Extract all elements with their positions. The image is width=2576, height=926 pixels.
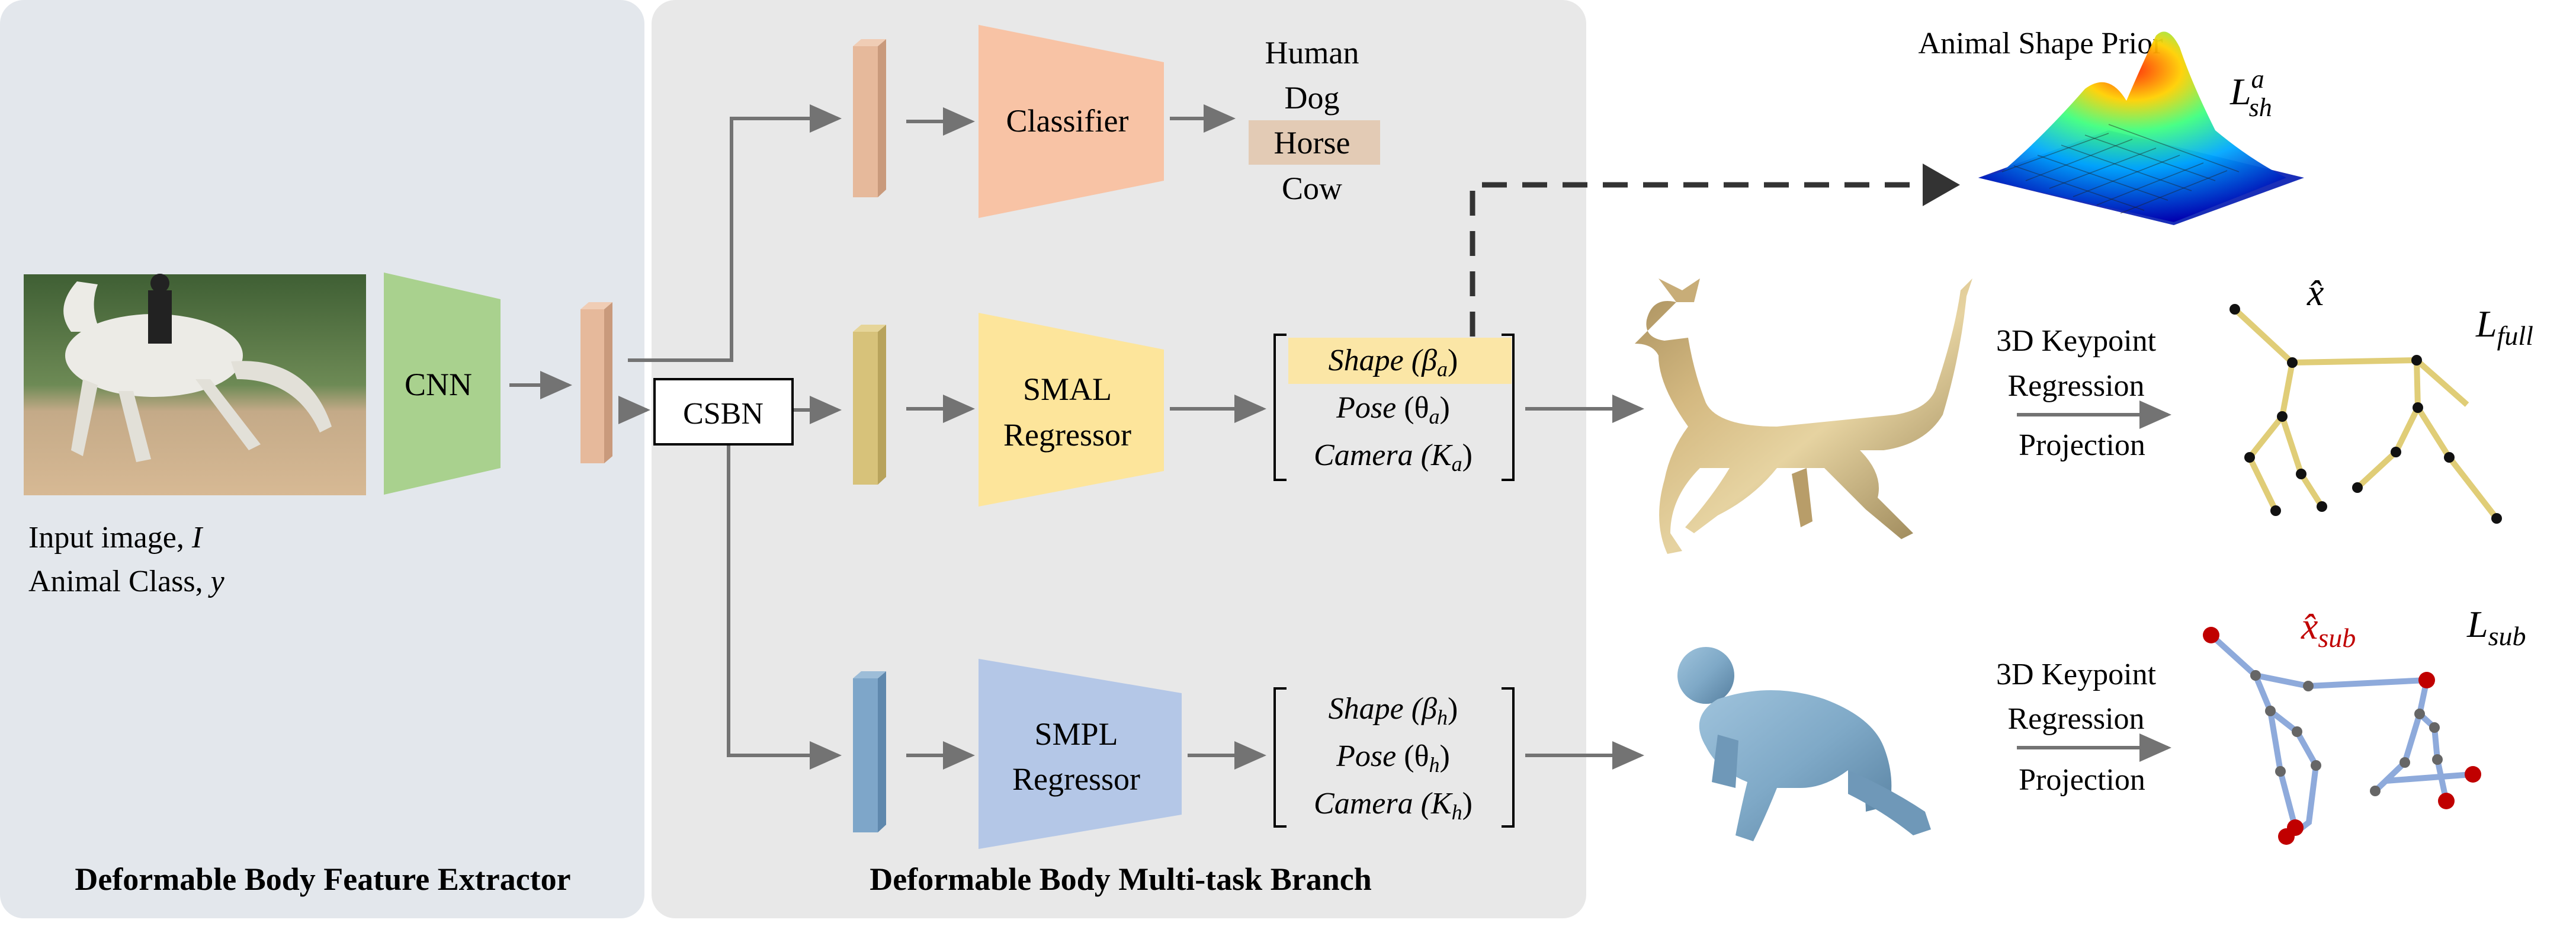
smpl-label-line2: Regressor [1012,761,1140,797]
classifier-label: Classifier [1006,103,1129,139]
loss-sub: Lsub [2466,603,2526,651]
xhat-sub-label: x̂sub [2301,605,2356,653]
human-mesh [1677,647,1931,841]
smal-label-line1: SMAL [1023,371,1112,407]
shape-prior-surface [1978,31,2304,225]
smal-feature-bar [853,325,886,485]
smpl-feature-bar [853,671,886,832]
smal-regressor-block [979,313,1164,507]
smpl-bracket-left [1273,687,1287,828]
classifier-block [979,25,1164,218]
cnn-label: CNN [405,367,472,402]
shared-feature-bar [580,302,612,463]
csbn-label: CSBN [683,397,764,431]
smpl-bracket-right [1502,687,1515,828]
smpl-shape-param: Shape (βh) [1329,692,1458,729]
input-image-caption: Input image, I [28,521,204,555]
kp-step2-lower: Regression [2007,702,2144,736]
kp-step2-upper: Regression [2007,369,2144,403]
shape-param-highlight [1288,338,1512,384]
smal-camera-param: Camera (Ka) [1314,438,1473,476]
dashed-arrow-to-prior [1470,164,1960,337]
human-keypoints [2203,627,2481,845]
cnn-block [384,273,501,495]
kp-step1-upper: 3D Keypoint [1996,324,2157,358]
xhat-label: x̂ [2306,271,2324,313]
animal-keypoints [2229,304,2502,524]
smal-bracket-right [1502,334,1515,481]
csbn-block [653,378,794,446]
arrow-to-classifier-branch [628,104,842,362]
smpl-camera-param: Camera (Kh) [1314,787,1473,824]
horse-mesh [1635,278,1972,554]
arrow-csbn-to-smpl [727,446,842,770]
smpl-label-line1: SMPL [1034,716,1118,752]
smal-pose-param: Pose (θa) [1336,391,1450,428]
kp-step1-lower: 3D Keypoint [1996,658,2157,691]
selected-class-highlight [1249,120,1380,165]
smpl-regressor-block [979,659,1182,849]
kp-step3-lower: Projection [2019,763,2145,797]
smpl-pose-param: Pose (θh) [1336,739,1450,777]
smal-shape-param: Shape (βa) [1329,344,1458,381]
branch-title: Deformable Body Multi-task Branch [870,861,1371,897]
class-label-human: Human [1265,35,1359,71]
loss-full: Lfull [2475,303,2533,351]
class-label-cow: Cow [1282,171,1342,206]
smal-bracket-left [1273,334,1287,481]
prior-title: Animal Shape Prior [1918,27,2163,60]
class-label-dog: Dog [1285,80,1340,116]
smal-label-line2: Regressor [1003,417,1131,453]
input-image [24,274,366,495]
classifier-feature-bar [853,39,886,197]
animal-class-caption: Animal Class, y [28,565,225,598]
class-label-horse: Horse [1274,125,1350,161]
kp-step3-upper: Projection [2019,428,2145,462]
animal-skeleton [2232,307,2499,521]
human-skeleton [2209,633,2474,839]
extractor-title: Deformable Body Feature Extractor [75,861,570,897]
